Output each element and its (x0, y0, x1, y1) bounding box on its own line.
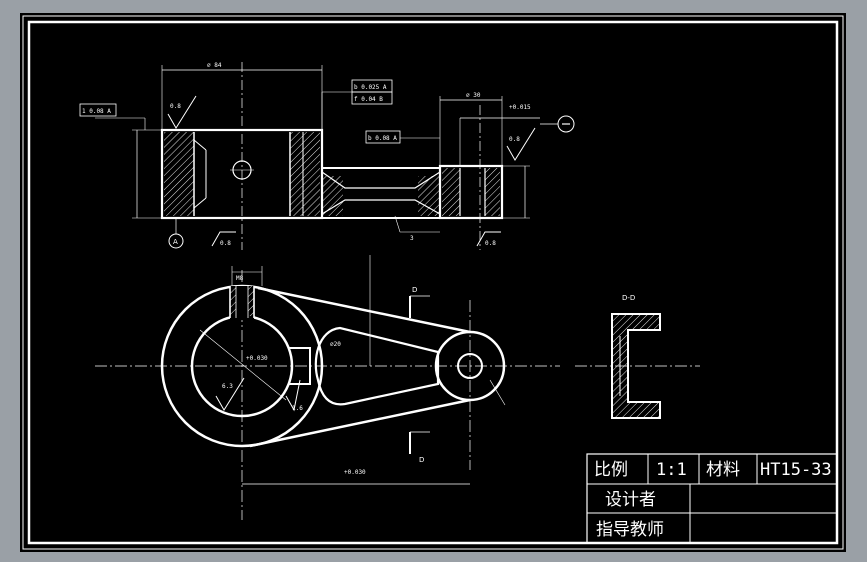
section-view-label: D-D (622, 294, 635, 302)
dim-m8: M8 (236, 275, 244, 282)
dim-bottom: +0.030 (344, 469, 366, 476)
frame-mid-text: b 0.08 A (368, 135, 397, 142)
outer-border (22, 15, 844, 550)
title-designer-label: 设计者 (605, 490, 656, 510)
frame-top-a-text: b 0.025 A (354, 84, 387, 91)
title-material-value: HT15-33 (760, 460, 832, 480)
section-mark-bottom: D (419, 456, 424, 464)
inner-border (27, 20, 839, 545)
title-block (586, 453, 838, 544)
top-view (95, 255, 560, 520)
datum-a-label: A (173, 238, 178, 246)
paper-background (20, 13, 846, 552)
dim-tol-top: +0.030 (246, 355, 268, 362)
section-view-dd (575, 313, 700, 419)
dim-slot: ⌀20 (330, 341, 341, 348)
front-view (95, 62, 558, 250)
section-mark-top: D (412, 286, 417, 294)
feature-control-frames (79, 79, 575, 144)
dim-top-right: ⌀ 30 (466, 92, 481, 99)
frame-top-b-text: f 0.04 B (354, 96, 383, 103)
roughness-3: 0.8 (509, 136, 520, 143)
dim-top-overall: ⌀ 84 (207, 62, 222, 69)
frame-left-text: 1 0.08 A (82, 108, 111, 115)
roughness-2: 0.8 (220, 240, 231, 247)
dim-tol-right: +0.015 (509, 104, 531, 111)
roughness-1: 0.8 (170, 103, 181, 110)
roughness-5: 1.6 (292, 405, 303, 412)
title-advisor-label: 指导教师 (596, 520, 664, 540)
title-material-label: 材料 (706, 460, 740, 480)
dim-small-3: 3 (410, 235, 414, 242)
title-scale-value: 1:1 (656, 460, 687, 480)
title-scale-label: 比例 (594, 460, 628, 480)
roughness-4: 0.8 (485, 240, 496, 247)
roughness-6: 6.3 (222, 383, 233, 390)
